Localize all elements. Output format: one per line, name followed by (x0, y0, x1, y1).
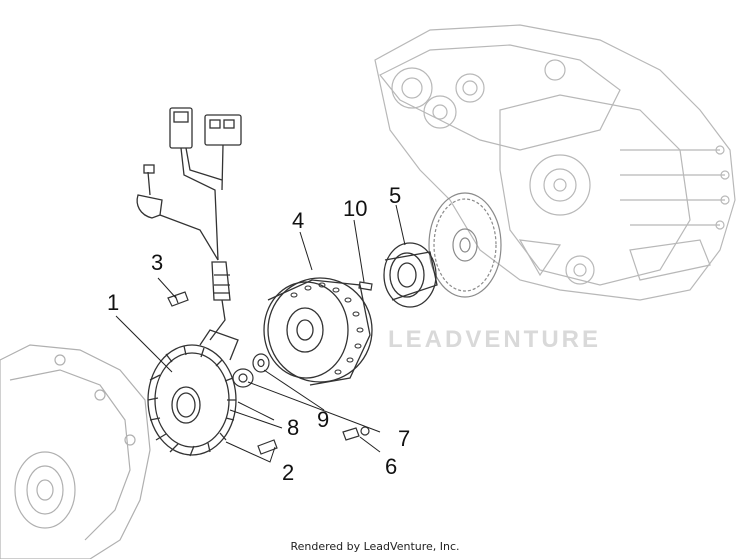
callout-5: 5 (389, 183, 402, 208)
callout-8: 8 (287, 415, 300, 440)
callout-6: 6 (385, 454, 398, 479)
watermark-text: LEADVENTURE (388, 326, 602, 353)
callout-10: 10 (343, 196, 368, 221)
callout-2: 2 (282, 460, 295, 485)
nut-part-8 (232, 368, 254, 388)
callout-1: 1 (107, 290, 120, 315)
flywheel-part-4 (263, 277, 373, 386)
starter-clutch-part-5 (383, 242, 438, 308)
bolt-part-3 (167, 291, 189, 307)
stator-part-1 (147, 329, 239, 457)
callout-7: 7 (398, 426, 411, 451)
washer-part-7 (360, 426, 370, 436)
key-part-10 (358, 281, 373, 291)
callout-9: 9 (317, 407, 330, 432)
bolt-part-2 (257, 439, 278, 455)
footer-credit: Rendered by LeadVenture, Inc. (290, 540, 460, 553)
stator-cover-background (0, 344, 151, 559)
leader-lines (115, 204, 406, 463)
callout-4: 4 (292, 208, 305, 233)
starter-gear (428, 192, 502, 298)
callout-3: 3 (151, 250, 164, 275)
engine-crankcase-background (374, 24, 736, 301)
bolt-part-6 (342, 427, 360, 441)
wiring-harness (136, 107, 242, 341)
washer-part-9 (252, 353, 270, 373)
